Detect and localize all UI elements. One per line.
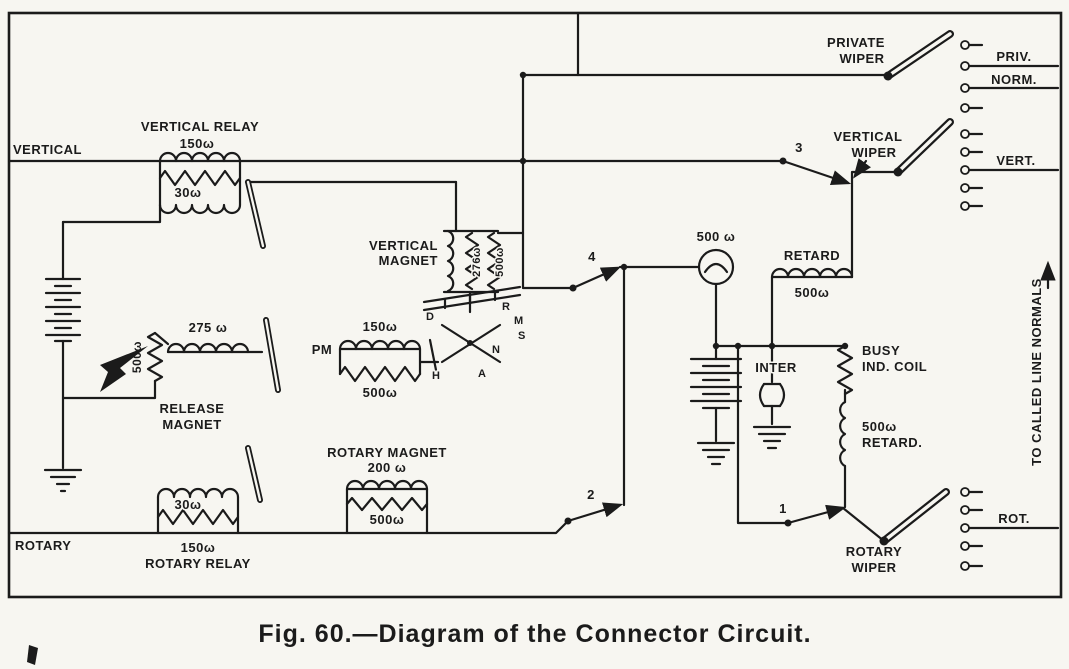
- vertical-wiper-label-1: VERTICAL: [834, 129, 903, 144]
- vertical-relay-name: VERTICAL RELAY: [141, 119, 259, 134]
- retard-coil: RETARD 500ω: [770, 247, 854, 302]
- vertical-line-label: VERTICAL: [13, 142, 82, 157]
- mech-letter-h: H: [432, 370, 440, 382]
- retard-2-name: RETARD.: [862, 435, 922, 450]
- private-terminals: PRIV. NORM.: [960, 40, 1060, 113]
- retard-coil-2: 500ω RETARD.: [839, 400, 923, 468]
- rotary-magnet-ohms-b: 500ω: [370, 512, 405, 527]
- rotary-wiper-label-1: ROTARY: [846, 544, 902, 559]
- rotary-relay: 30ω 150ω ROTARY RELAY: [144, 487, 252, 573]
- vertical-wiper-pointer-arrow: [853, 158, 871, 179]
- private-wiper-label-1: PRIVATE: [827, 35, 885, 50]
- private-magnet-ohms-a: 150ω: [363, 319, 398, 334]
- rotary-relay-name: ROTARY RELAY: [145, 556, 251, 571]
- interrupter: INTER: [752, 359, 798, 450]
- vertical-relay-ohms-a: 150ω: [180, 136, 215, 151]
- retard-name: RETARD: [784, 248, 840, 263]
- mech-letter-r: R: [502, 301, 510, 313]
- vertical-wiper-label-2: WIPER: [851, 145, 896, 160]
- contact-2-number: 2: [587, 487, 595, 502]
- private-magnet-ohms-b: 500ω: [363, 385, 398, 400]
- vertical-wiper: VERTICAL WIPER: [832, 118, 954, 179]
- vertical-relay: VERTICAL RELAY 150ω 30ω: [139, 118, 260, 215]
- vertical-magnet-ohms-a: 276ω: [471, 247, 483, 277]
- busy-induction-coil: BUSY IND. COIL: [836, 342, 928, 396]
- diagram-border: [7, 11, 1063, 599]
- rotary-relay-ohms-b: 30ω: [175, 497, 202, 512]
- rotary-magnet: ROTARY MAGNET 200 ω 500ω: [326, 444, 448, 535]
- retard-ohms: 500ω: [795, 285, 830, 300]
- vertical-terminals: VERT.: [960, 129, 1060, 211]
- supervisory-lamp: 500 ω: [695, 228, 736, 286]
- interrupter-ground: [752, 425, 792, 450]
- interrupter-name: INTER: [755, 360, 797, 375]
- middle-battery: [689, 357, 743, 443]
- contact-4: 4: [569, 248, 622, 292]
- private-magnet: PM 150ω 500ω: [310, 318, 440, 402]
- to-called-line-normals-label: TO CALLED LINE NORMALS: [1029, 278, 1044, 466]
- mech-letter-d: D: [426, 311, 434, 323]
- busy-coil-name-2: IND. COIL: [862, 359, 927, 374]
- contact-4-number: 4: [588, 249, 596, 264]
- vertical-relay-ohms-b: 30ω: [175, 185, 202, 200]
- rotary-wiper: ROTARY WIPER: [844, 488, 950, 577]
- mech-letter-n: N: [492, 344, 500, 356]
- to-called-line-normals: TO CALLED LINE NORMALS: [1028, 260, 1056, 467]
- release-magnet-ohms-b: 500ω: [130, 341, 144, 373]
- release-magnet: 275 ω 500ω RELEASE MAGNET: [129, 319, 264, 434]
- rotary-wiper-label-2: WIPER: [851, 560, 896, 575]
- rotary-line-label: ROTARY: [15, 538, 71, 553]
- norm-terminal-label: NORM.: [991, 72, 1037, 87]
- mech-letter-a: A: [478, 368, 486, 380]
- rotary-terminals: ROT.: [960, 487, 1060, 571]
- priv-terminal-label: PRIV.: [996, 49, 1031, 64]
- left-ground: [43, 468, 83, 493]
- rotary-magnet-ohms-a: 200 ω: [368, 460, 407, 475]
- middle-ground: [696, 441, 736, 466]
- contact-1-number: 1: [779, 501, 787, 516]
- rot-terminal-label: ROT.: [998, 511, 1030, 526]
- contact-1: 1: [778, 500, 847, 527]
- vert-terminal-label: VERT.: [996, 153, 1035, 168]
- retard-2-ohms: 500ω: [862, 419, 897, 434]
- inked-pointer-arrow: [100, 346, 148, 392]
- rotary-magnet-name: ROTARY MAGNET: [327, 445, 447, 460]
- line-battery: [44, 277, 82, 343]
- contact-2: 2: [564, 486, 624, 525]
- circuit-wires: [7, 11, 900, 543]
- vertical-magnet-name-1: VERTICAL: [369, 238, 438, 253]
- lamp-ohms: 500 ω: [697, 229, 736, 244]
- private-wiper-label-2: WIPER: [839, 51, 884, 66]
- release-magnet-ohms-a: 275 ω: [189, 320, 228, 335]
- vertical-magnet-name-2: MAGNET: [379, 253, 438, 268]
- shaft-mechanism: D R M S N A H: [422, 285, 527, 384]
- relay-armatures: [245, 179, 281, 503]
- figure-caption: Fig. 60.—Diagram of the Connector Circui…: [258, 620, 811, 648]
- contact-3-number: 3: [795, 140, 803, 155]
- ink-blot: [27, 645, 38, 665]
- release-magnet-name-2: MAGNET: [162, 417, 221, 432]
- busy-coil-name-1: BUSY: [862, 343, 900, 358]
- vertical-magnet-ohms-b: 500ω: [494, 247, 506, 277]
- rotary-relay-ohms-a: 150ω: [181, 540, 216, 555]
- contact-3: 3: [779, 139, 852, 186]
- release-magnet-name-1: RELEASE: [160, 401, 225, 416]
- mech-letter-m: M: [514, 315, 524, 327]
- mech-letter-s: S: [518, 330, 526, 342]
- vertical-magnet: VERTICAL MAGNET 276ω 500ω: [368, 180, 525, 314]
- private-magnet-name: PM: [312, 342, 333, 357]
- private-wiper: PRIVATE WIPER: [826, 30, 954, 81]
